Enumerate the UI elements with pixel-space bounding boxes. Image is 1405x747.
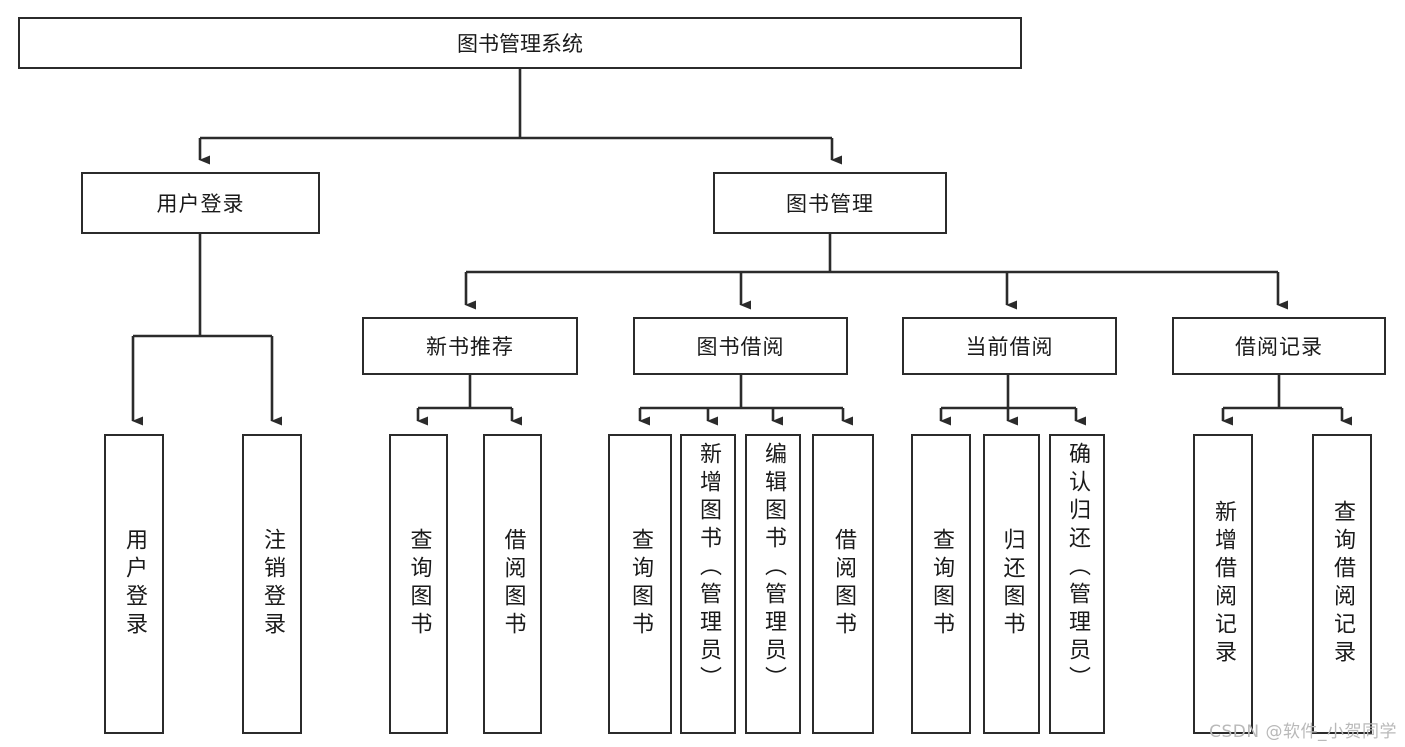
leaf-user-login[interactable]: 用户登录: [104, 434, 164, 734]
leaf-query-borrow-record[interactable]: 查询借阅记录: [1312, 434, 1372, 734]
node-user-login[interactable]: 用户登录: [81, 172, 320, 234]
leaf-return-book[interactable]: 归还图书: [983, 434, 1040, 734]
leaf-confirm-return-admin[interactable]: 确认归还（管理员）: [1049, 434, 1105, 734]
csdn-watermark: CSDN @软件_小贺同学: [1209, 722, 1397, 742]
leaf-borrow-book-recommend[interactable]: 借阅图书: [483, 434, 542, 734]
node-book-management[interactable]: 图书管理: [713, 172, 947, 234]
node-book-borrow[interactable]: 图书借阅: [633, 317, 848, 375]
leaf-add-book-admin[interactable]: 新增图书（管理员）: [680, 434, 736, 734]
leaf-borrow-book[interactable]: 借阅图书: [812, 434, 874, 734]
leaf-add-borrow-record[interactable]: 新增借阅记录: [1193, 434, 1253, 734]
leaf-logout[interactable]: 注销登录: [242, 434, 302, 734]
leaf-query-book-current[interactable]: 查询图书: [911, 434, 971, 734]
node-current-borrow[interactable]: 当前借阅: [902, 317, 1117, 375]
node-root-system[interactable]: 图书管理系统: [18, 17, 1022, 69]
leaf-query-book[interactable]: 查询图书: [608, 434, 672, 734]
node-new-book-recommend[interactable]: 新书推荐: [362, 317, 578, 375]
node-borrow-record[interactable]: 借阅记录: [1172, 317, 1386, 375]
leaf-query-book-recommend[interactable]: 查询图书: [389, 434, 448, 734]
leaf-edit-book-admin[interactable]: 编辑图书（管理员）: [745, 434, 801, 734]
